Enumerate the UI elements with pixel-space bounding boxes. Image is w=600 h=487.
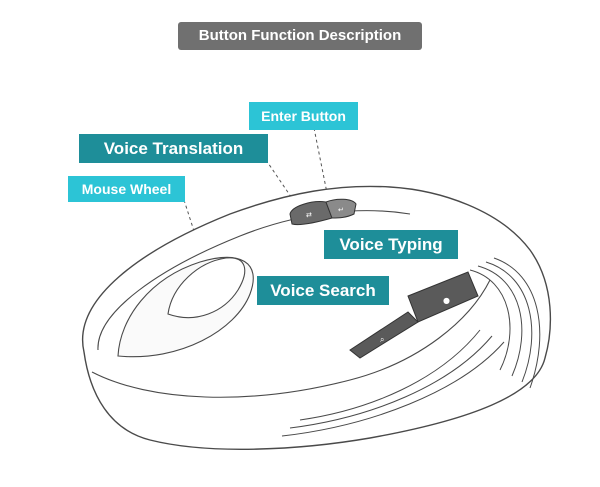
- voice-typing-label: Voice Typing: [324, 230, 458, 259]
- svg-text:●: ●: [443, 296, 450, 305]
- svg-text:⌕: ⌕: [380, 335, 384, 344]
- enter-button-icon: [325, 198, 357, 219]
- voice-typing-button-icon: [407, 271, 479, 323]
- mouse-shell-line: [97, 210, 411, 351]
- side-grip-ridges: [281, 257, 541, 437]
- svg-text:↵: ↵: [338, 206, 344, 214]
- diagram-title: Button Function Description: [178, 22, 422, 50]
- enter-button-label: Enter Button: [249, 102, 358, 130]
- side-buttons: ⌕ ●: [349, 271, 479, 359]
- svg-text:⇄: ⇄: [306, 211, 312, 219]
- mouse-bottom-shell-line: [91, 279, 491, 398]
- top-buttons: ⇄ ↵: [289, 198, 357, 225]
- mouse-wheel-label: Mouse Wheel: [68, 176, 185, 202]
- voice-translation-label: Voice Translation: [79, 134, 268, 163]
- mouse-wheel-icon: [167, 257, 246, 319]
- enter-button-leader-line: [313, 127, 329, 199]
- voice-search-label: Voice Search: [257, 276, 389, 305]
